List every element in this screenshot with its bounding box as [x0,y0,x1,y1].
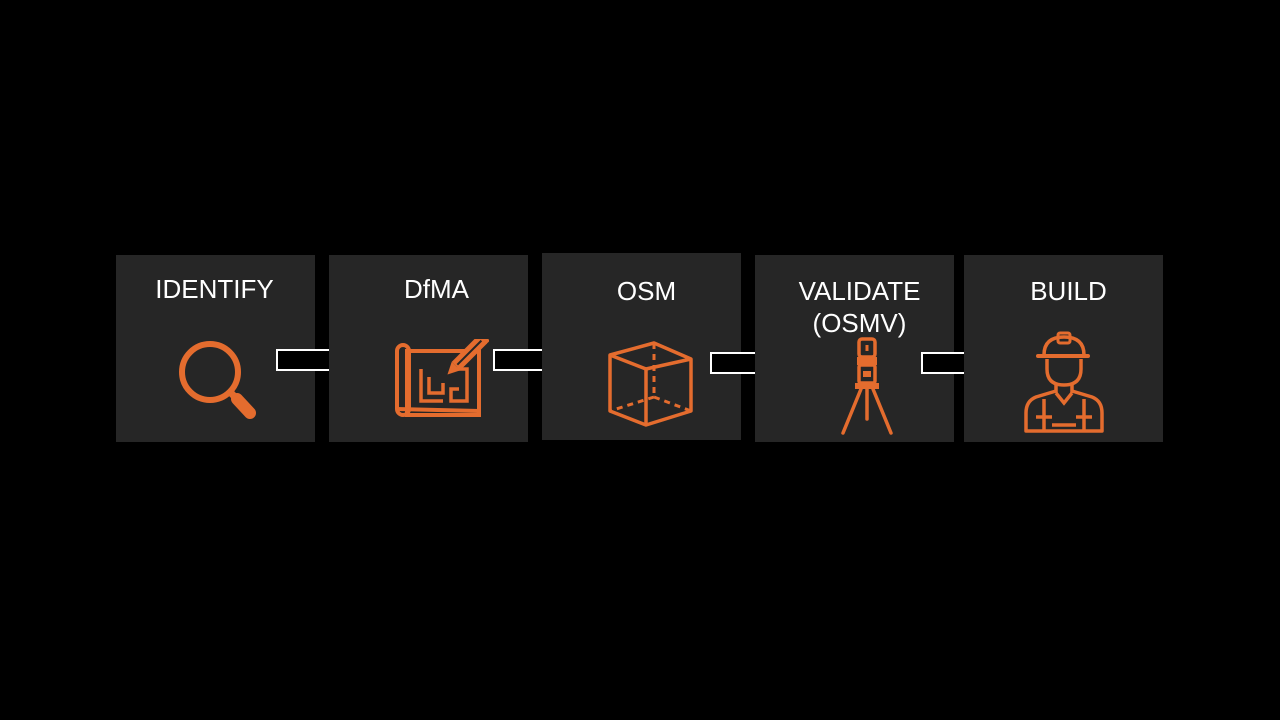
step-validate: VALIDATE (OSMV) [755,255,954,442]
survey-tripod-icon [841,337,893,435]
step-identify: IDENTIFY [116,255,315,442]
magnifier-icon [179,341,256,419]
step-dfma: DfMA [329,255,528,442]
cube-icon [608,341,693,427]
step-osm: OSM [542,253,741,440]
step-label-build: BUILD [1030,276,1107,306]
step-label-dfma: DfMA [404,274,469,304]
step-label-identify: IDENTIFY [155,274,274,304]
construction-worker-icon [1024,331,1104,433]
blueprint-pencil-icon [395,339,489,417]
step-label-osm: OSM [616,276,677,306]
step-build: BUILD [964,255,1163,442]
step-label-validate: VALIDATE (OSMV) [798,276,921,338]
